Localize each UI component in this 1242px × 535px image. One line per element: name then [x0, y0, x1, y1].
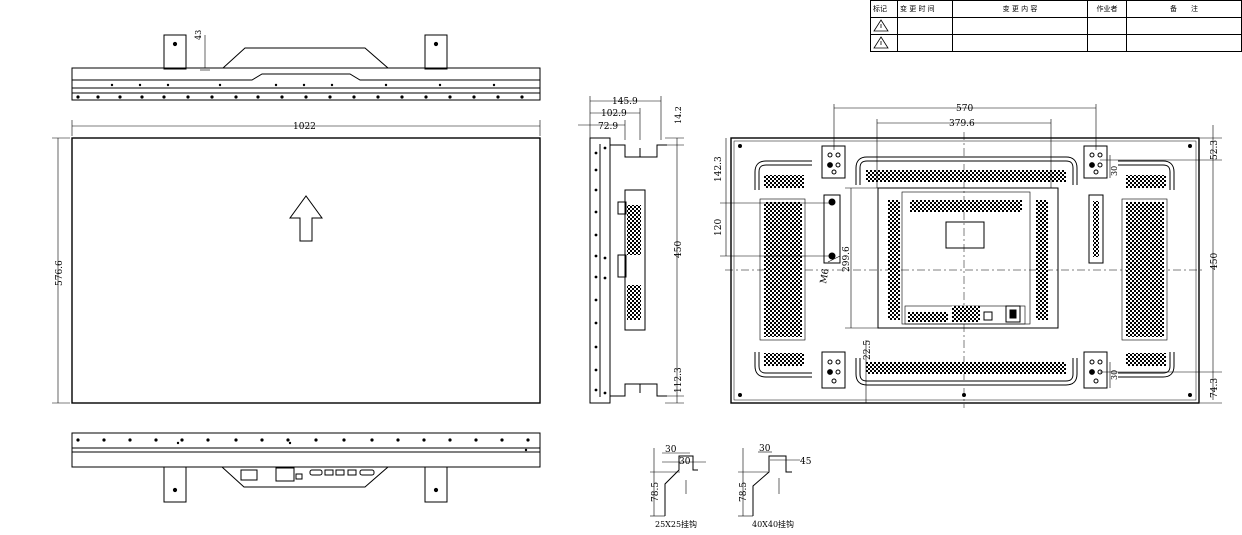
bottom-bracket-left [163, 466, 187, 503]
hook2-dim-a: 30 [759, 444, 771, 454]
rear-bracket-tr [1083, 145, 1108, 179]
vesa-rail-right [1088, 194, 1104, 264]
dim-rear-74: 74.3 [1210, 378, 1220, 398]
hook2-caption: 40X40挂钩 [752, 519, 794, 529]
revision-triangle-icon [870, 34, 898, 52]
revision-row [870, 17, 1242, 35]
dim-rear-450: 450 [1210, 253, 1220, 270]
side-frame [589, 137, 611, 404]
dim-rear-379: 379.6 [949, 119, 975, 129]
dim-mount-450: 450 [674, 241, 684, 258]
board-label-plate [945, 221, 985, 249]
dim-bottom-112: 112.3 [674, 367, 684, 393]
dim-width: 1022 [293, 122, 316, 132]
top-view-holes [76, 83, 524, 99]
bottom-bracket-right [424, 466, 448, 503]
dim-rear-299: 299.6 [842, 246, 852, 272]
dim-top-14: 14.2 [674, 106, 683, 124]
rear-main-board [877, 187, 1059, 329]
rear-view [720, 104, 1222, 408]
hook2-height: 78.5 [739, 482, 749, 502]
side-view-holes [594, 146, 607, 395]
top-bracket-left [163, 34, 187, 70]
dim-vesa-120: 120 [714, 219, 724, 236]
rear-bracket-bl [821, 351, 846, 389]
rear-frame [730, 137, 1200, 404]
label-m6-bolt: M6 [819, 268, 831, 285]
hook1-height: 78.5 [651, 482, 661, 502]
side-electronics-box [624, 189, 646, 331]
dim-depth-72: 72.9 [598, 122, 618, 132]
top-cover-outline [222, 47, 389, 69]
dim-bracket-30-bottom: 30 [1110, 370, 1119, 380]
vesa-rail-left [823, 194, 841, 264]
hook-40x40-drawing [738, 448, 800, 517]
hook1-dim-a: 30 [665, 445, 677, 455]
side-view [578, 96, 684, 404]
revision-row [870, 34, 1242, 52]
front-view [52, 120, 541, 404]
up-arrow-icon [289, 195, 323, 242]
hook-25x25-drawing [650, 448, 706, 517]
dim-rear-142: 142.3 [714, 156, 724, 182]
bottom-frame [71, 432, 541, 468]
revision-table: 标记 变 更 时 间 变 更 内 容 作业者 备 注 [870, 0, 1242, 52]
dim-rear-22: 22.5 [863, 340, 873, 360]
bottom-io-panel [221, 466, 389, 488]
top-view [71, 34, 541, 101]
dim-rear-52: 52.3 [1210, 140, 1220, 160]
hook1-caption: 25X25挂钩 [655, 519, 697, 529]
top-bracket-right [424, 34, 448, 70]
dim-top-offset: 43 [194, 30, 203, 40]
bottom-view [71, 432, 541, 503]
hook1-dim-b: 30 [679, 457, 691, 467]
dim-depth-102: 102.9 [601, 109, 627, 119]
front-screen-outline [71, 137, 541, 404]
top-frame [71, 67, 541, 101]
dim-bracket-30-top: 30 [1110, 166, 1119, 176]
title-block: 标记 变 更 时 间 变 更 内 容 作业者 备 注 [870, 0, 1242, 52]
dim-height: 576.6 [55, 260, 65, 286]
dim-rear-570: 570 [956, 104, 973, 114]
bottom-view-holes [76, 438, 530, 452]
hook2-dim-b: 45 [800, 457, 812, 467]
rear-bracket-tl [821, 145, 846, 179]
rear-bracket-br [1083, 351, 1108, 389]
dim-depth-145: 145.9 [612, 97, 638, 107]
